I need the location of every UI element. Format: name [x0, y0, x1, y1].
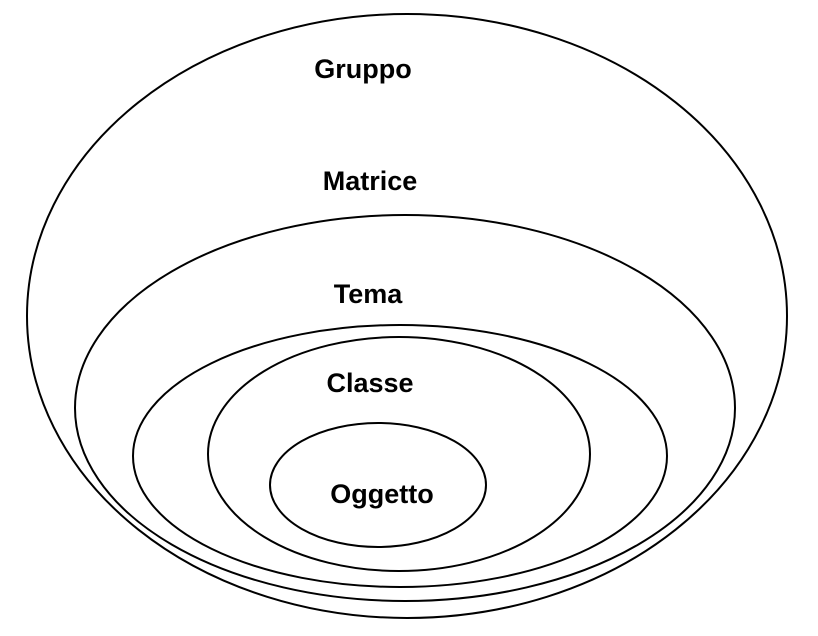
ellipse-classe — [207, 336, 591, 572]
ellipse-tema — [132, 324, 668, 588]
ellipse-oggetto — [269, 422, 487, 548]
label-oggetto: Oggetto — [330, 479, 433, 509]
ellipse-gruppo — [26, 13, 788, 619]
ellipse-matrice — [74, 214, 736, 602]
label-matrice: Matrice — [323, 166, 418, 196]
label-gruppo: Gruppo — [314, 54, 411, 84]
label-classe: Classe — [326, 368, 413, 398]
label-tema: Tema — [334, 279, 404, 309]
